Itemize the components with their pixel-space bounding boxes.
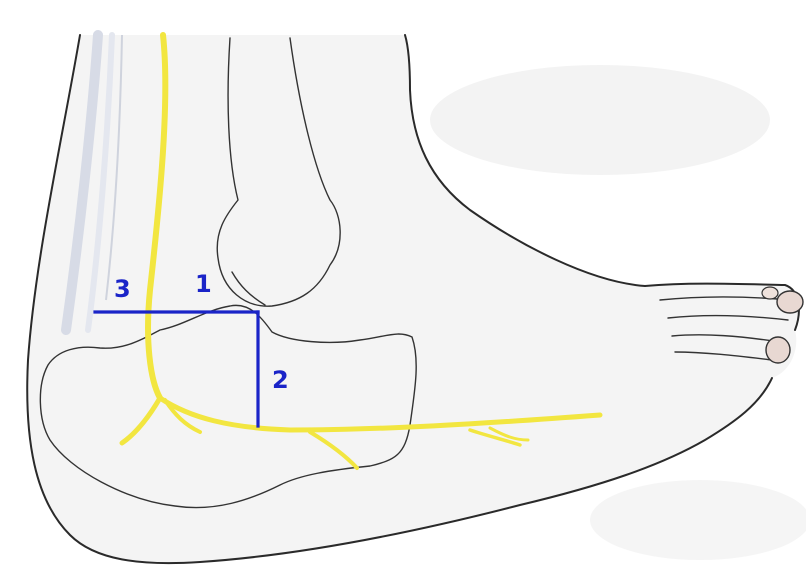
label-3: 3	[114, 275, 131, 303]
label-2: 2	[272, 366, 289, 394]
label-1: 1	[195, 270, 212, 298]
